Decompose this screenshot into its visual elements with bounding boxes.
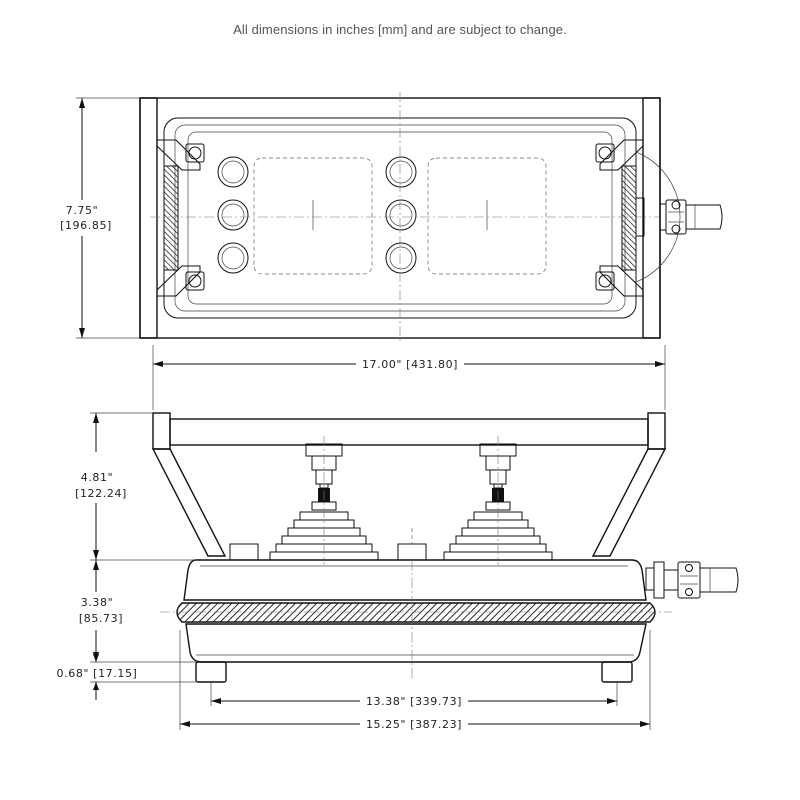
dim-bottom-horizontal: 13.38" [339.73] 15.25" [387.23] (179, 630, 651, 731)
top-cable-gland (635, 197, 723, 237)
dim-side-vertical: 4.81" [122.24] 3.38" [85.73] 0.68" [17.1… (57, 412, 196, 700)
side-view (151, 412, 739, 683)
joystick-right (443, 436, 553, 565)
dim-joystick-height-mm: [122.24] (75, 487, 127, 500)
top-right-bar (642, 97, 661, 339)
dim-base-height-mm: [85.73] (79, 612, 123, 625)
side-cable-gland (645, 561, 739, 599)
dimension-note: All dimensions in inches [mm] and are su… (233, 22, 567, 37)
dim-overall-width-text: 17.00" [431.80] (362, 358, 458, 371)
dim-joystick-height-inch: 4.81" (81, 471, 114, 484)
dim-top-height-inch: 7.75" (66, 204, 99, 217)
dim-base-width-text: 15.25" [387.23] (366, 718, 462, 731)
dim-overall-width: 17.00" [431.80] (152, 345, 666, 410)
dim-base-height-inch: 3.38" (81, 596, 114, 609)
top-view (139, 92, 723, 344)
base-housing-top (183, 559, 647, 601)
dim-foot-spacing-text: 13.38" [339.73] (366, 695, 462, 708)
foot-left (195, 661, 227, 683)
dim-top-height: 7.75" [196.85] (60, 97, 140, 339)
dim-foot-height-text: 0.68" [17.15] (57, 667, 138, 680)
foot-right (601, 661, 633, 683)
base-gasket (176, 602, 656, 623)
dim-top-height-mm: [196.85] (60, 219, 112, 232)
base-housing-bottom (185, 623, 647, 663)
top-knobs (217, 156, 417, 274)
joystick-left (269, 436, 379, 565)
top-left-bar (139, 97, 158, 339)
